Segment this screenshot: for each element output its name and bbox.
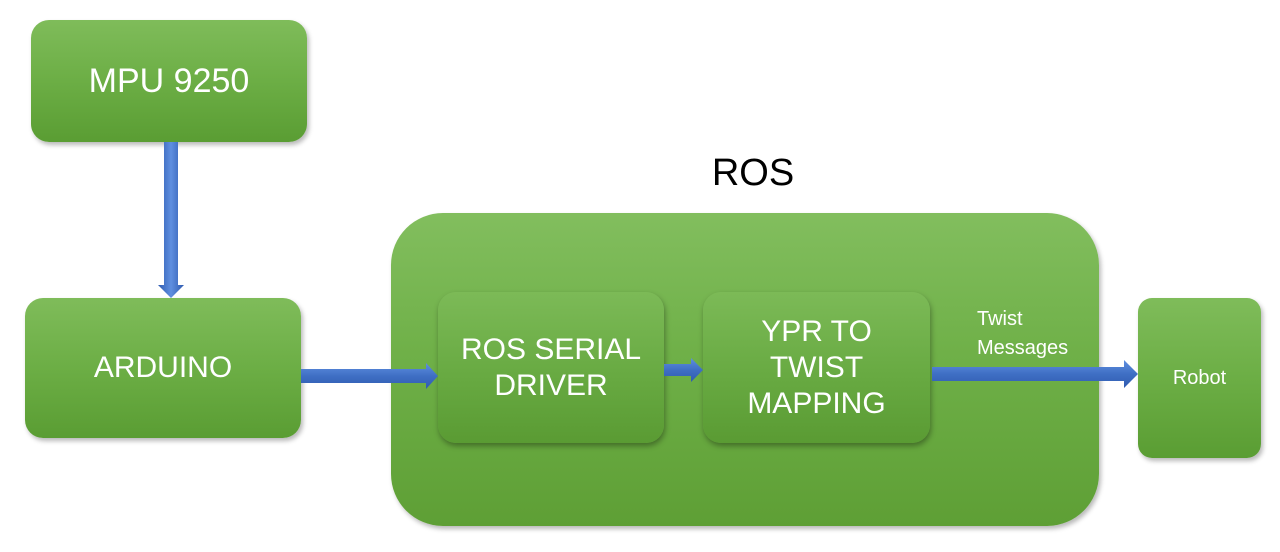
- node-ypr-to-twist-mapping: YPR TO TWIST MAPPING: [703, 292, 930, 443]
- arrow-ros-serial-to-ypr: [664, 358, 703, 382]
- node-ros-serial-driver-label: ROS SERIAL DRIVER: [460, 332, 642, 402]
- node-ypr-to-twist-mapping-label: YPR TO TWIST MAPPING: [747, 314, 886, 420]
- arrow-mpu-to-arduino: [158, 142, 184, 298]
- node-robot: Robot: [1138, 298, 1261, 458]
- node-robot-label: Robot: [1172, 367, 1227, 389]
- arrow-ypr-to-robot: [932, 360, 1138, 388]
- node-mpu-9250: MPU 9250: [31, 20, 307, 142]
- arrow-arduino-to-ros-serial: [301, 363, 438, 389]
- node-arduino: ARDUINO: [25, 298, 301, 438]
- node-ros-serial-driver: ROS SERIAL DRIVER: [438, 292, 664, 443]
- edge-label-twist-messages: Twist Messages: [977, 308, 1069, 359]
- node-mpu-9250-label: MPU 9250: [88, 61, 250, 100]
- node-arduino-label: ARDUINO: [93, 351, 233, 384]
- ros-group-title: ROS: [711, 152, 795, 194]
